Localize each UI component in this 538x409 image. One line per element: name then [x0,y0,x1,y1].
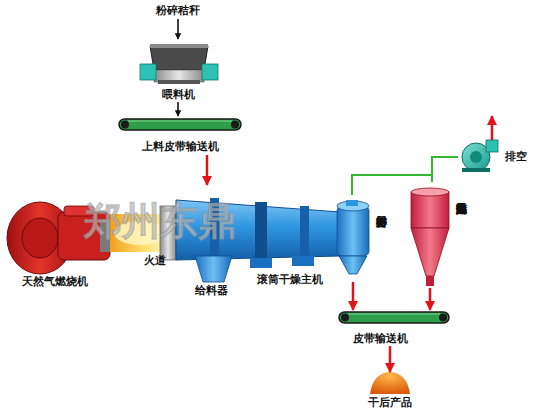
input-label: 粉碎秸秆 [148,3,208,18]
feeder-machine [140,44,218,84]
air-pipe [352,175,432,195]
machine-node: 高效旋风除尘器 [405,182,478,288]
machine-node: 喂料机 [140,40,216,102]
input-arrow [177,19,179,39]
machine-label: 给料器 [190,284,232,297]
machine-node: 滚筒干燥主机 [232,185,345,290]
flow-arrow [389,346,392,372]
machine-label: 喂料机 [140,88,216,101]
machine-node: 上料皮带输送机 [115,116,245,155]
belt-conveyor [119,119,241,130]
machine-label: 排空 [502,150,530,163]
machine-node: 排空 [458,138,530,172]
machine-label: 皮带输送机 [340,332,420,345]
machine-label: 火道 [138,254,172,267]
watermark: 郑州东鼎 [84,196,244,247]
flow-arrow [352,282,355,310]
machine-label: 滚筒干燥主机 [240,273,340,286]
exhaust-arrow [491,116,494,140]
machine-node: 皮带输送机 [336,310,452,346]
machine-label: 上料皮带输送机 [115,140,245,153]
cyclone-collector [411,188,449,286]
flow-arrow [177,102,179,116]
machine-node: 密封排料器 [335,195,392,282]
flow-arrow [429,288,432,310]
machine-node: 干后产品 [362,372,418,409]
machine-label: 天然气燃烧机 [5,275,105,288]
product-pile [370,372,410,394]
flow-arrow [206,155,209,185]
belt-conveyor [339,312,449,323]
machine-label: 干后产品 [362,396,418,409]
air-pipe [432,157,458,182]
sealed-discharger [337,200,369,274]
exhaust-fan [462,140,498,172]
